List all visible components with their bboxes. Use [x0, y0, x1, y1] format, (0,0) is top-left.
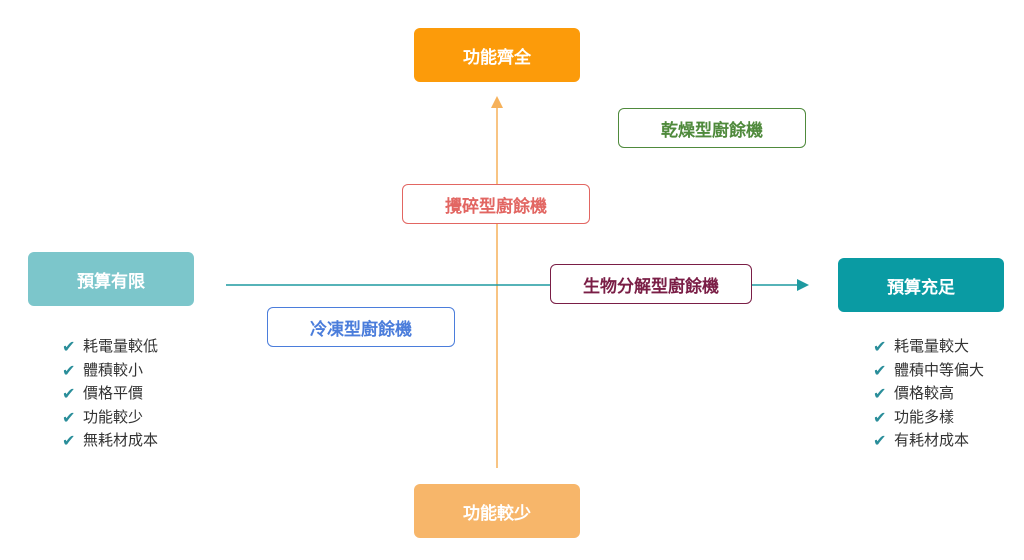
- list-item-text: 無耗材成本: [83, 431, 159, 449]
- check-icon: ✔: [873, 337, 887, 356]
- check-icon: ✔: [62, 360, 76, 380]
- product-dry-type: 乾燥型廚餘機: [618, 108, 806, 148]
- check-icon: ✔: [62, 337, 76, 356]
- list-item: ✔ 體積中等偏大: [873, 359, 984, 383]
- check-icon: ✔: [62, 407, 76, 427]
- check-icon: ✔: [873, 407, 887, 427]
- list-item: ✔ 功能多樣: [873, 406, 984, 430]
- list-item: ✔ 耗電量較低: [62, 335, 158, 359]
- limited-budget-feature-list: ✔ 耗電量較低 ✔ 體積較小 ✔ 價格平價 ✔ 功能較少 ✔ 無耗材成本: [62, 335, 158, 453]
- list-item-text: 有耗材成本: [894, 431, 970, 449]
- ample-budget-feature-list: ✔ 耗電量較大 ✔ 體積中等偏大 ✔ 價格較高 ✔ 功能多樣 ✔ 有耗材成本: [873, 335, 984, 453]
- list-item: ✔ 價格平價: [62, 382, 158, 406]
- list-item: ✔ 體積較小: [62, 359, 158, 383]
- list-item-text: 功能較少: [83, 407, 144, 426]
- list-item-text: 功能多樣: [894, 407, 955, 426]
- check-icon: ✔: [62, 431, 76, 450]
- pole-fewer-features: 功能較少: [414, 484, 580, 538]
- check-icon: ✔: [873, 360, 887, 380]
- check-icon: ✔: [62, 384, 76, 403]
- product-bio-type: 生物分解型廚餘機: [550, 264, 752, 304]
- check-icon: ✔: [873, 431, 887, 450]
- product-freeze-type: 冷凍型廚餘機: [267, 307, 455, 347]
- list-item: ✔ 有耗材成本: [873, 429, 984, 453]
- list-item-text: 價格較高: [894, 384, 955, 402]
- list-item: ✔ 功能較少: [62, 406, 158, 430]
- pole-ample-budget: 預算充足: [838, 258, 1004, 312]
- pole-full-features: 功能齊全: [414, 28, 580, 82]
- list-item: ✔ 耗電量較大: [873, 335, 984, 359]
- list-item-text: 耗電量較低: [83, 337, 159, 355]
- list-item: ✔ 價格較高: [873, 382, 984, 406]
- list-item-text: 體積較小: [83, 360, 144, 379]
- list-item-text: 耗電量較大: [894, 337, 970, 355]
- list-item: ✔ 無耗材成本: [62, 429, 158, 453]
- list-item-text: 體積中等偏大: [894, 360, 985, 379]
- product-grind-type: 攪碎型廚餘機: [402, 184, 590, 224]
- pole-limited-budget: 預算有限: [28, 252, 194, 306]
- list-item-text: 價格平價: [83, 384, 144, 402]
- check-icon: ✔: [873, 384, 887, 403]
